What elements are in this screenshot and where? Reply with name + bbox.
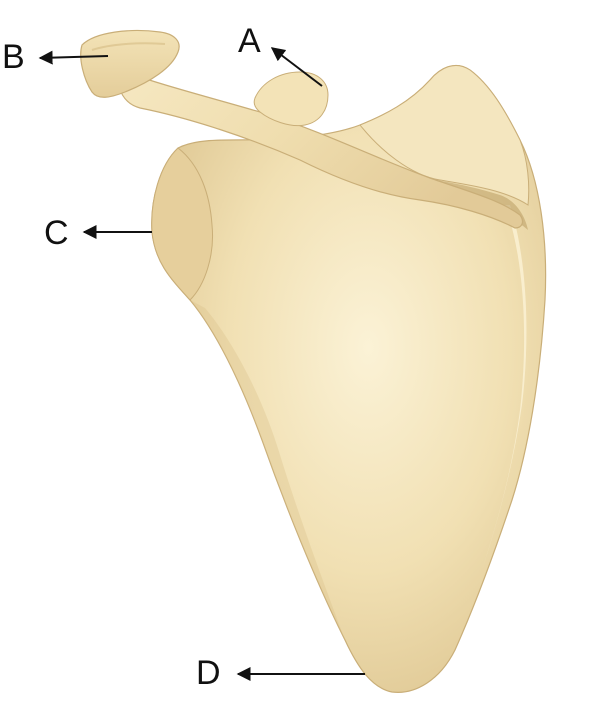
label-a: A [238,22,261,60]
coracoid-process [253,71,329,127]
label-b: B [2,38,25,76]
lateral-border-shade [190,300,345,640]
label-d: D [196,654,221,692]
supraspinous-region [359,65,530,206]
glenoid-region [151,147,214,301]
arrow-a [270,47,323,87]
label-c: C [44,214,69,252]
arrow-b [38,50,109,65]
acromion-texture [91,42,166,51]
